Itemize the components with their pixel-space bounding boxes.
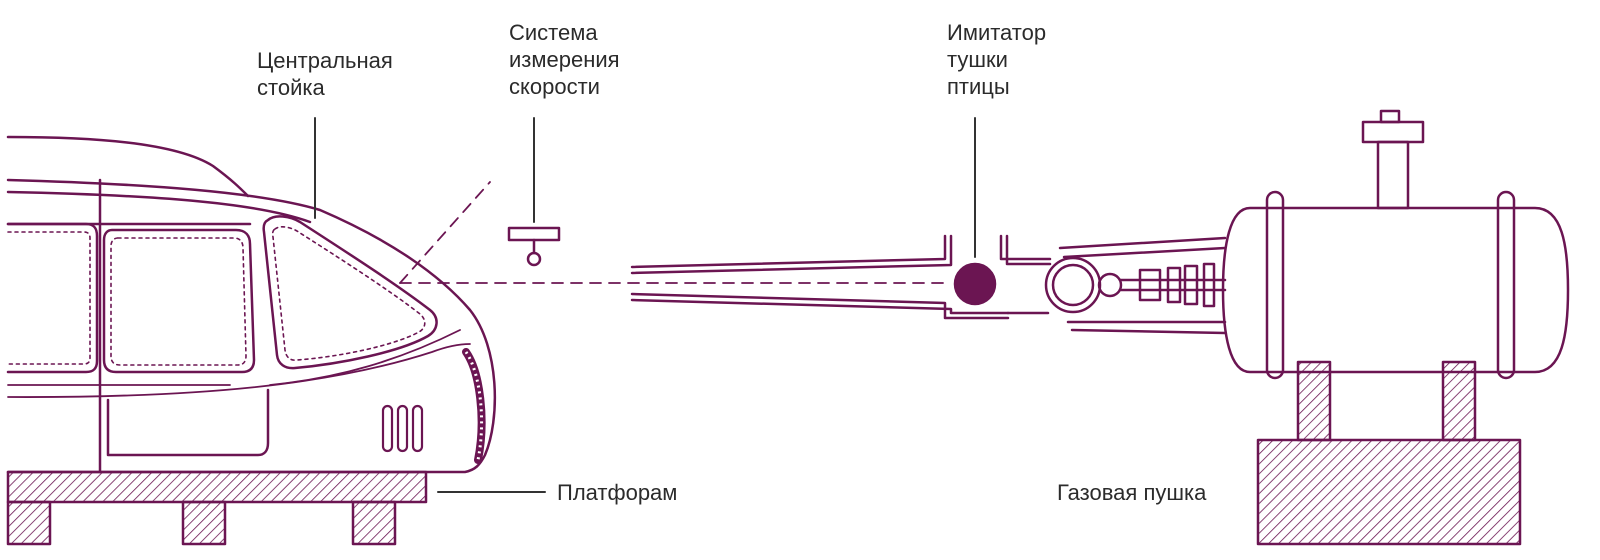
label-speed-system: Система измерения скорости [509,20,620,99]
train-window-left [6,222,99,374]
label-central-pillar: Центральная стойка [257,48,393,100]
gas-tank [1221,109,1570,380]
gun-barrel [630,234,1052,320]
label-bird-simulator: Имитатор тушки птицы [947,20,1047,99]
gun-mechanism [1006,236,1227,335]
train-nose-light [462,348,486,464]
label-gas-gun: Газовая пушка [1057,480,1207,505]
platform [6,470,428,546]
trajectory-line [399,181,946,284]
train-cockpit-window [262,215,438,370]
speed-sensor [507,226,561,267]
train-vents [381,404,424,453]
train-window-door [102,228,256,374]
leader-lines [314,117,976,493]
label-platform: Платфорам [557,480,678,505]
gas-gun-base [1256,360,1522,546]
bird-simulator [953,262,997,306]
